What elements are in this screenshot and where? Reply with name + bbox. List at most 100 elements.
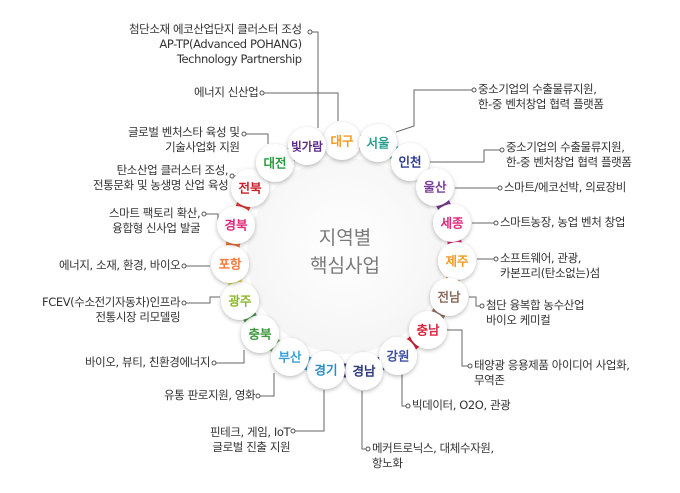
region-label-gangwon: 강원 [386, 349, 409, 364]
leader-line-chungbuk [214, 350, 245, 364]
leader-line-gyeonggi [293, 390, 325, 432]
region-circle [256, 144, 294, 182]
region-circle [433, 204, 471, 242]
leader-dot-chungbuk [211, 360, 217, 366]
region-circle [359, 124, 397, 162]
region-node-busan: 부산 [271, 338, 309, 376]
leader-line-gyeongnam [361, 391, 368, 450]
callout-line: 글로벌 진출 지원 [212, 440, 291, 454]
region-node-gyeonggi: 경기 [307, 351, 345, 389]
callout-line: 에너지, 소재, 환경, 바이오 [59, 258, 181, 272]
callout-chungbuk: 바이오, 뷰티, 친환경에너지 [85, 355, 210, 370]
callout-line: 태양광 응용제품 아이디어 사업화, [474, 358, 630, 372]
region-circle [221, 282, 259, 320]
callout-ulsan: 스마트/에코선박, 의료장비 [504, 180, 626, 195]
callout-pohang: 에너지, 소재, 환경, 바이오 [59, 258, 181, 273]
callout-line: 융합형 신사업 발굴 [112, 221, 201, 235]
region-node-sejong: 세종 [433, 204, 471, 242]
leader-line-chungnam [446, 329, 470, 367]
region-node-jeju: 제주 [438, 242, 476, 280]
callout-line: 스마트농장, 농업 벤처 창업 [500, 215, 626, 229]
region-label-chungbuk: 충북 [248, 327, 272, 342]
callout-seoul: 중소기업의 수출물류지원,한-중 벤처창업 협력 플랫폼 [478, 82, 604, 112]
callout-line: 한-중 벤처창업 협력 플랫폼 [478, 97, 604, 111]
region-label-gwangju: 광주 [228, 294, 252, 309]
callout-line: 유통 판로지원, 영화 [164, 388, 256, 402]
region-circle [288, 127, 326, 165]
leader-dot-jeonnam [479, 303, 485, 309]
region-node-chungnam: 충남 [409, 311, 447, 349]
callout-line: FCEV(수소전기자동차)인프라 [42, 295, 181, 309]
callout-line: 스마트/에코선박, 의료장비 [504, 180, 626, 194]
leader-dot-jeonbuk [229, 173, 235, 179]
leader-line-gangwon [401, 374, 408, 407]
leader-line-daegu [262, 92, 339, 121]
leader-line-daejeon [244, 133, 269, 144]
region-label-jeonbuk: 전북 [238, 181, 262, 196]
region-circle [307, 351, 345, 389]
leader-dot-busan [255, 393, 261, 399]
callout-line: 카본프리(탄소없는)섬 [500, 266, 600, 280]
callout-line: 탄소산업 클러스터 조성, [116, 163, 229, 177]
callout-busan: 유통 판로지원, 영화 [164, 388, 256, 403]
leader-line-seoul [395, 89, 474, 133]
region-circle [409, 311, 447, 349]
leader-dot-gyeonggi [290, 428, 296, 434]
callout-line: 첨단소재 에코산업단지 클러스터 조성 [129, 22, 302, 36]
leader-line-busan [258, 373, 275, 397]
region-label-daegu: 대구 [330, 134, 354, 149]
callout-gyeongnam: 메커트로닉스, 대체수자원,항노화 [372, 441, 494, 471]
callout-line: 중소기업의 수출물류지원, [506, 140, 625, 154]
region-node-incheon: 인천 [391, 143, 429, 181]
region-label-chungnam: 충남 [416, 323, 440, 338]
center-title-line2: 핵심사업 [310, 255, 380, 277]
callout-line: 바이오, 뷰티, 친환경에너지 [85, 355, 211, 369]
region-node-ulsan: 울산 [416, 168, 454, 206]
region-node-bitgaram: 빛가람 [288, 127, 326, 165]
region-label-gyeongbuk: 경북 [224, 218, 248, 233]
callout-chungnam: 태양광 응용제품 아이디어 사업화,무역존 [474, 358, 630, 388]
leader-dot-pohang [181, 263, 187, 269]
leader-line-gwangju [184, 296, 220, 304]
region-label-gyeonggi: 경기 [314, 363, 337, 378]
leader-dot-gangwon [405, 403, 411, 409]
region-node-chungbuk: 충북 [241, 315, 279, 353]
callout-line: 메커트로닉스, 대체수자원, [372, 441, 494, 455]
callout-line: 핀테크, 게임, IoT [210, 425, 291, 439]
region-label-jeonnam: 전남 [437, 290, 461, 305]
callout-line: 첨단 융복합 농수산업 [486, 298, 585, 312]
callout-line: Technology Partnership [176, 52, 302, 66]
leader-dot-daejeon [241, 131, 247, 137]
leader-dot-bitgaram [307, 29, 313, 35]
leader-dot-chungnam [467, 363, 473, 369]
callout-line: 바이오 케미컬 [486, 313, 551, 327]
region-node-daejeon: 대전 [256, 144, 294, 182]
callout-line: 전통문화 및 농생명 산업 육성 [93, 178, 229, 192]
region-circle [391, 143, 429, 181]
callout-line: 스마트 팩토리 확산, [109, 206, 201, 220]
region-circle [241, 315, 279, 353]
region-circle [345, 352, 383, 390]
callout-line: 글로벌 벤처스타 육성 및 [128, 125, 240, 139]
region-circle [271, 338, 309, 376]
callout-line: 한-중 벤처창업 협력 플랫폼 [506, 155, 632, 169]
callout-line: 전통시장 리모델링 [95, 310, 181, 324]
region-node-seoul: 서울 [359, 124, 397, 162]
region-label-bitgaram: 빛가람 [291, 140, 323, 154]
callout-jeonbuk: 탄소산업 클러스터 조성,전통문화 및 농생명 산업 육성 [93, 163, 229, 193]
callout-daegu: 에너지 신산업 [194, 85, 259, 100]
callout-gyeongbuk: 스마트 팩토리 확산,융합형 신사업 발굴 [109, 206, 201, 236]
region-circle [438, 242, 476, 280]
callout-line: 기술사업화 지원 [165, 140, 240, 154]
callout-line: 무역존 [474, 373, 505, 387]
callout-gangwon: 빅데이터, O2O, 관광 [412, 398, 511, 413]
region-node-gangwon: 강원 [379, 337, 417, 375]
region-circle [211, 245, 249, 283]
region-label-incheon: 인천 [398, 155, 421, 170]
region-circle [231, 169, 269, 207]
callout-line: 빅데이터, O2O, 관광 [412, 398, 511, 412]
callout-line: 에너지 신산업 [194, 85, 259, 99]
